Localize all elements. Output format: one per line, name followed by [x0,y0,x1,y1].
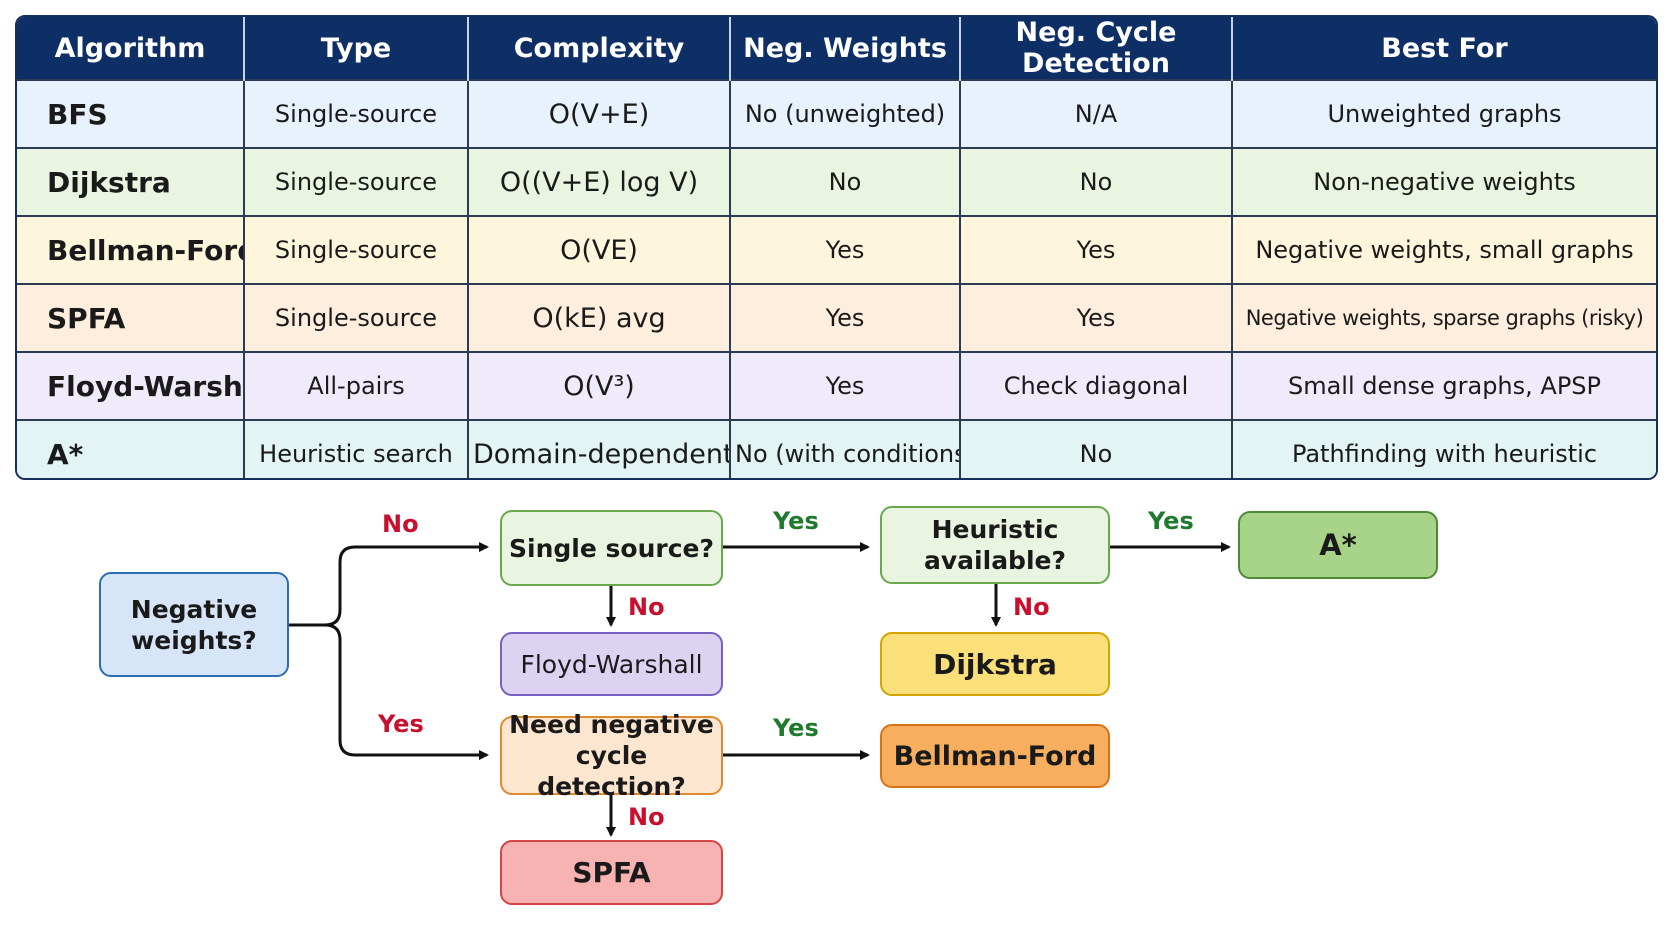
connector-root-to-need-cycle [324,623,489,760]
cell-best-for: Negative weights, sparse graphs (risky) [1232,283,1656,352]
cell-neg-weights: Yes [730,351,961,420]
cell-complexity: O(kE) avg [468,283,731,352]
cell-complexity: O(V³) [468,351,731,420]
cell-neg-weights: No (with conditions) [730,419,961,478]
node-floyd-warshall: Floyd-Warshall [500,632,723,696]
node-heuristic-available-text: Heuristic available? [924,515,1066,575]
header-algorithm: Algorithm [17,17,245,80]
connector-root-to-single-source [324,542,489,627]
cell-type: All-pairs [244,351,469,420]
node-heuristic-available: Heuristic available? [880,506,1110,584]
header-complexity: Complexity [468,17,731,80]
label-yes-need-cycle: Yes [773,714,819,742]
header-neg-cycle-detection: Neg. Cycle Detection [960,17,1233,80]
cell-neg-cycle-detection: Check diagonal [960,351,1233,420]
cell-neg-weights: No [730,147,961,216]
node-need-negative-cycle-detection-text: Need negative cycle detection? [509,710,714,801]
cell-algorithm: SPFA [17,283,245,352]
cell-algorithm: Dijkstra [17,147,245,216]
cell-neg-cycle-detection: No [960,147,1233,216]
table-header-row: Algorithm Type Complexity Neg. Weights N… [17,17,1656,80]
label-no-heuristic: No [1013,593,1050,621]
node-floyd-warshall-text: Floyd-Warshall [520,649,703,679]
label-yes-single-source: Yes [773,507,819,535]
cell-neg-cycle-detection: Yes [960,215,1233,284]
node-dijkstra: Dijkstra [880,632,1110,696]
node-bellman-ford-text: Bellman-Ford [893,740,1097,772]
header-type: Type [244,17,469,80]
node-negative-weights-text: Negative weights? [130,594,258,655]
cell-algorithm: Floyd-Warshall [17,351,245,420]
node-need-negative-cycle-detection: Need negative cycle detection? [500,710,723,801]
node-astar: A* [1238,511,1438,579]
header-best-for: Best For [1232,17,1656,80]
cell-type: Single-source [244,147,469,216]
label-no-negative-weights: No [382,510,419,538]
node-astar-text: A* [1319,527,1357,562]
cell-neg-cycle-detection: Yes [960,283,1233,352]
node-spfa-text: SPFA [572,856,651,889]
cell-complexity: O(V+E) [468,79,731,148]
node-single-source-text: Single source? [509,533,714,563]
node-negative-weights: Negative weights? [99,572,289,677]
algorithm-comparison-table: Algorithm Type Complexity Neg. Weights N… [15,15,1658,480]
cell-neg-cycle-detection: No [960,419,1233,478]
cell-complexity: O((V+E) log V) [468,147,731,216]
label-no-single-source: No [628,593,665,621]
label-yes-heuristic: Yes [1148,507,1194,535]
cell-neg-cycle-detection: N/A [960,79,1233,148]
header-neg-weights: Neg. Weights [730,17,961,80]
cell-algorithm: A* [17,419,245,478]
cell-neg-weights: Yes [730,283,961,352]
cell-neg-weights: Yes [730,215,961,284]
cell-type: Heuristic search [244,419,469,478]
cell-type: Single-source [244,215,469,284]
cell-best-for: Small dense graphs, APSP [1232,351,1656,420]
cell-best-for: Negative weights, small graphs [1232,215,1656,284]
label-no-need-cycle: No [628,803,665,831]
label-yes-negative-weights: Yes [378,710,424,738]
cell-algorithm: BFS [17,79,245,148]
cell-type: Single-source [244,79,469,148]
cell-best-for: Unweighted graphs [1232,79,1656,148]
cell-complexity: Domain-dependent [468,419,731,478]
node-single-source: Single source? [500,510,723,586]
cell-type: Single-source [244,283,469,352]
node-dijkstra-text: Dijkstra [933,647,1057,681]
cell-complexity: O(VE) [468,215,731,284]
node-bellman-ford: Bellman-Ford [880,724,1110,788]
cell-algorithm: Bellman-Ford [17,215,245,284]
cell-best-for: Pathfinding with heuristic [1232,419,1656,478]
cell-best-for: Non-negative weights [1232,147,1656,216]
cell-neg-weights: No (unweighted) [730,79,961,148]
node-spfa: SPFA [500,840,723,905]
